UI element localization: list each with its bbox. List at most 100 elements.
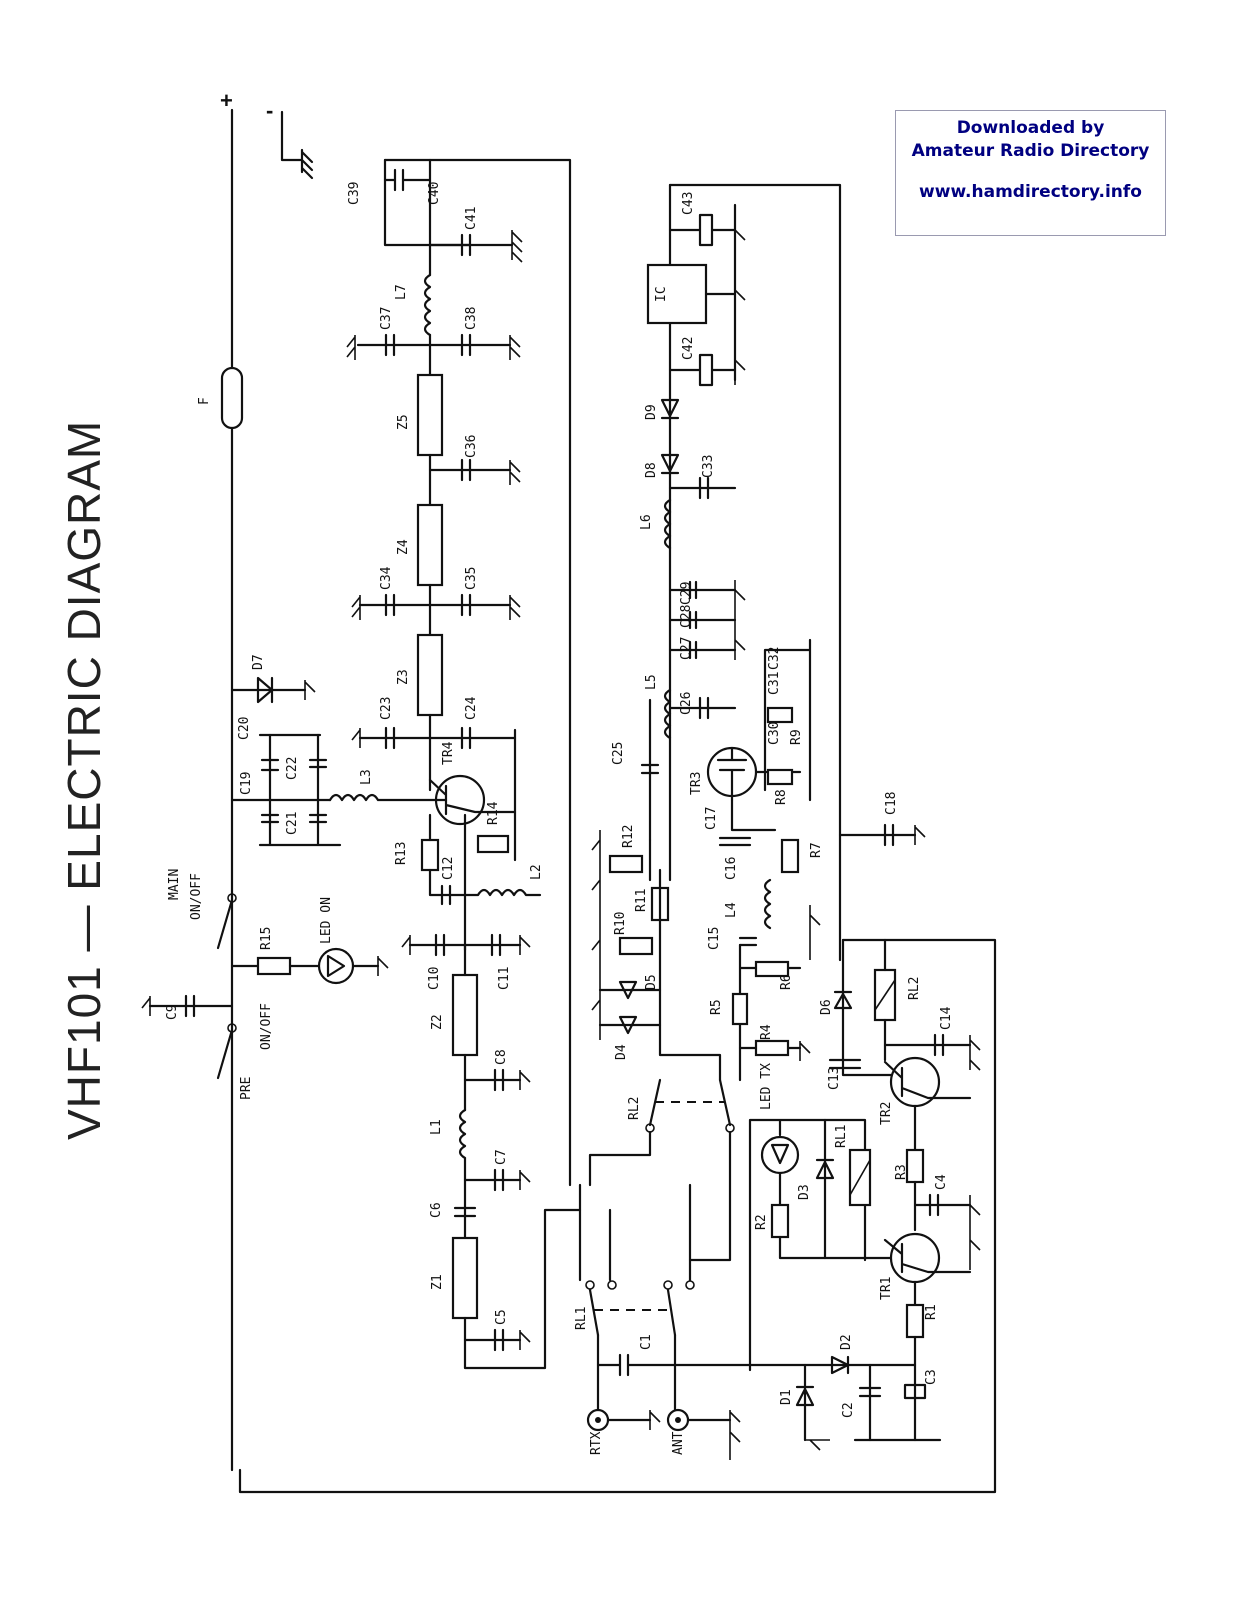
svg-text:R14: R14 <box>486 801 501 825</box>
svg-text:L5: L5 <box>644 674 659 690</box>
rf-output-chain: C39 C40 C41 L7 C37 C38 Z5 C36 Z4 C34 C35… <box>230 158 582 1370</box>
svg-text:R5: R5 <box>709 999 724 1015</box>
fuse-label: F <box>197 397 212 405</box>
svg-text:C36: C36 <box>464 435 479 458</box>
svg-text:C21: C21 <box>285 812 300 835</box>
switching-section: R12 R11 R10 D5 D4 RL2 LED TX R2 D3 RL1 T <box>588 825 972 1442</box>
svg-text:C6: C6 <box>429 1202 444 1218</box>
svg-text:C4: C4 <box>934 1174 949 1190</box>
download-credit-box: Downloaded by Amateur Radio Directory ww… <box>895 110 1166 236</box>
svg-text:R4: R4 <box>759 1024 774 1040</box>
svg-text:MAIN: MAIN <box>167 869 182 900</box>
svg-text:C15: C15 <box>707 927 722 950</box>
svg-text:D9: D9 <box>644 404 659 420</box>
svg-text:D7: D7 <box>251 654 266 670</box>
svg-text:L7: L7 <box>394 284 409 300</box>
svg-text:RTX: RTX <box>589 1431 604 1455</box>
svg-text:Z4: Z4 <box>396 539 411 555</box>
diagram-title: VHF101 — ELECTRIC DIAGRAM <box>58 420 110 1140</box>
svg-text:R1: R1 <box>924 1304 939 1320</box>
svg-text:C24: C24 <box>464 696 479 720</box>
svg-text:C30: C30 <box>767 722 782 745</box>
svg-text:C38: C38 <box>464 307 479 330</box>
svg-text:C27: C27 <box>679 637 694 660</box>
svg-text:R13: R13 <box>394 842 409 865</box>
svg-text:R12: R12 <box>621 825 636 848</box>
svg-text:C35: C35 <box>464 567 479 590</box>
svg-text:C11: C11 <box>497 967 512 990</box>
capacitor-c9: C9 <box>148 994 234 1020</box>
credit-url[interactable]: www.hamdirectory.info <box>919 182 1142 202</box>
antenna-switch: RL1 C1 RTX ANT D1 D2 C2 C3 <box>574 1183 942 1455</box>
svg-text:D1: D1 <box>779 1389 794 1405</box>
svg-text:C8: C8 <box>494 1049 509 1065</box>
main-switch: MAIN ON/OFF <box>167 869 237 950</box>
svg-text:C14: C14 <box>939 1006 954 1030</box>
svg-text:LED ON: LED ON <box>319 897 334 944</box>
svg-text:C34: C34 <box>379 566 394 590</box>
credit-line-2: Amateur Radio Directory <box>911 141 1150 161</box>
svg-text:D2: D2 <box>839 1334 854 1350</box>
ground-symbols <box>141 215 981 1460</box>
svg-text:L1: L1 <box>429 1119 444 1135</box>
transistor-tr4: TR4 <box>428 741 517 826</box>
ground-symbol <box>300 148 314 180</box>
svg-text:C42: C42 <box>681 337 696 360</box>
svg-text:D8: D8 <box>644 462 659 478</box>
svg-text:R7: R7 <box>809 842 824 858</box>
svg-text:R10: R10 <box>613 912 628 935</box>
power-input: + - F D7 C9 MAIN ON/OFF <box>148 88 380 1472</box>
svg-text:C13: C13 <box>827 1067 842 1090</box>
rtx-connector: RTX <box>586 1408 652 1455</box>
svg-text:C41: C41 <box>464 207 479 230</box>
svg-text:R3: R3 <box>894 1164 909 1180</box>
led-on-circuit: R15 LED ON <box>230 897 380 985</box>
svg-text:D6: D6 <box>819 999 834 1015</box>
svg-text:R8: R8 <box>774 789 789 805</box>
svg-text:Z2: Z2 <box>430 1014 445 1030</box>
svg-text:C12: C12 <box>441 857 456 880</box>
svg-text:C16: C16 <box>724 857 739 880</box>
svg-text:C29: C29 <box>679 582 694 605</box>
svg-text:ANT: ANT <box>671 1431 686 1455</box>
ant-connector: ANT <box>666 1408 732 1455</box>
svg-text:R15: R15 <box>259 927 274 950</box>
svg-text:C31: C31 <box>767 672 782 695</box>
svg-text:C2: C2 <box>841 1402 856 1418</box>
svg-text:D3: D3 <box>797 1184 812 1200</box>
zener-d7: D7 <box>230 654 307 704</box>
svg-text:Z1: Z1 <box>430 1274 445 1290</box>
svg-text:C33: C33 <box>701 455 716 478</box>
svg-text:ON/OFF: ON/OFF <box>259 1003 274 1050</box>
svg-text:PRE: PRE <box>239 1077 254 1100</box>
svg-text:C18: C18 <box>884 792 899 815</box>
svg-text:C3: C3 <box>924 1369 939 1385</box>
svg-text:C37: C37 <box>379 307 394 330</box>
svg-text:IC: IC <box>654 286 669 302</box>
svg-text:R11: R11 <box>634 889 649 912</box>
svg-text:LED TX: LED TX <box>759 1063 774 1110</box>
svg-text:TR2: TR2 <box>879 1102 894 1125</box>
svg-text:C23: C23 <box>379 697 394 720</box>
svg-text:C26: C26 <box>679 692 694 715</box>
svg-text:C32: C32 <box>767 647 782 670</box>
svg-text:R9: R9 <box>789 729 804 745</box>
svg-text:C40: C40 <box>427 182 442 205</box>
svg-text:L2: L2 <box>529 864 544 880</box>
svg-text:C20: C20 <box>237 717 252 740</box>
svg-text:L3: L3 <box>359 769 374 785</box>
svg-text:TR1: TR1 <box>879 1277 894 1300</box>
svg-text:RL2: RL2 <box>627 1097 642 1120</box>
fuse: F <box>197 366 244 430</box>
plus-terminal-label: + <box>220 88 233 113</box>
svg-text:D5: D5 <box>644 974 659 990</box>
svg-text:TR4: TR4 <box>441 741 456 765</box>
svg-text:L6: L6 <box>639 514 654 530</box>
svg-text:Z3: Z3 <box>396 669 411 685</box>
svg-text:C10: C10 <box>427 967 442 990</box>
credit-line-1: Downloaded by <box>956 118 1105 138</box>
svg-text:C1: C1 <box>639 1334 654 1350</box>
svg-text:C25: C25 <box>611 742 626 765</box>
svg-text:L4: L4 <box>724 902 739 918</box>
